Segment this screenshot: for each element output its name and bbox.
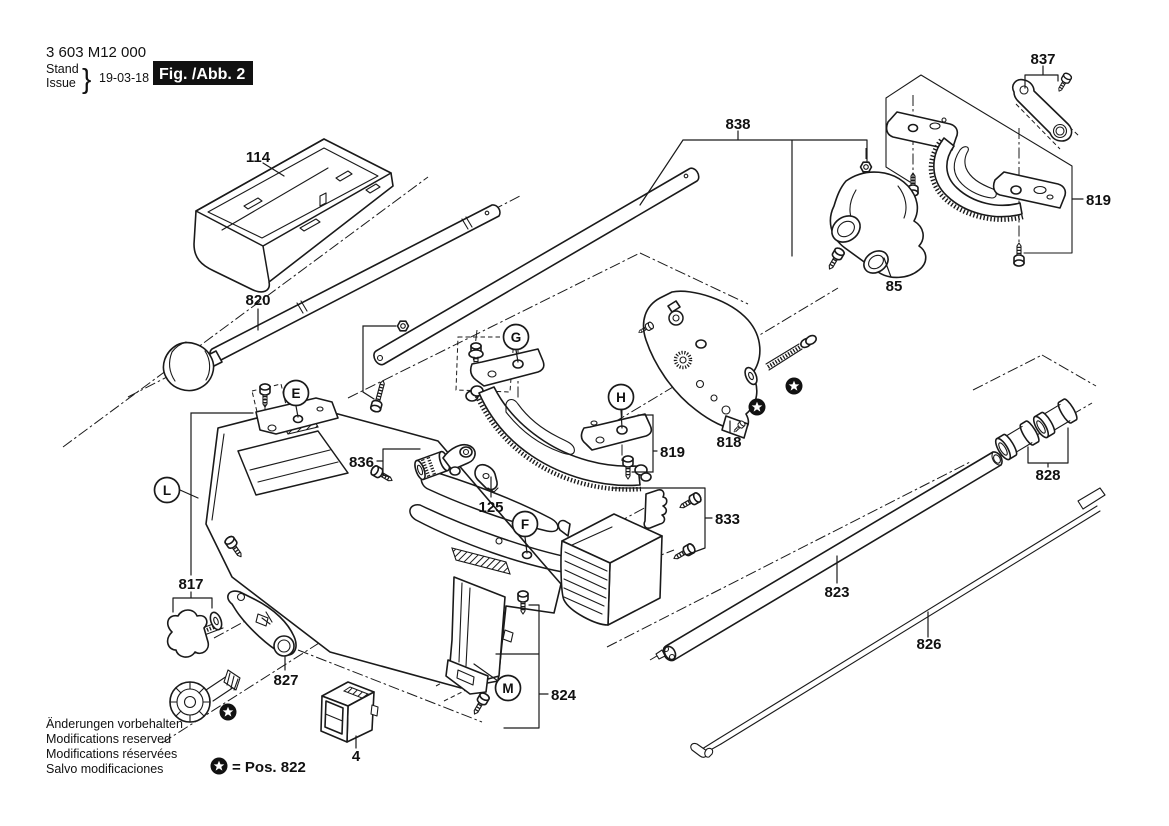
pos-822-star-icon	[785, 377, 803, 395]
part-label-818: 818	[716, 434, 741, 451]
callout-e: E	[291, 386, 300, 401]
note-de: Änderungen vorbehalten	[46, 717, 183, 731]
figure-label: Fig. /Abb. 2	[159, 66, 245, 83]
callout-m: M	[502, 681, 513, 696]
part-cam-roller-drawing	[367, 443, 499, 493]
part-label-827: 827	[273, 672, 298, 689]
part-label-826: 826	[916, 636, 941, 653]
document-part-number: 3 603 M12 000	[46, 44, 146, 61]
note-fr: Modifications réservées	[46, 747, 177, 761]
callout-f-circle	[511, 510, 539, 538]
part-label-819-right: 819	[1086, 192, 1111, 209]
part-main-body-drawing	[205, 382, 594, 719]
part-label-817: 817	[178, 576, 203, 593]
part-label-819-center: 819	[660, 444, 685, 461]
figure-label-box	[153, 61, 253, 85]
shoulder-bolt-icon	[467, 341, 485, 364]
part-number-labels: 114 820 838 837 819 85 818 819 828 836 1…	[178, 51, 1111, 765]
part-gear-housing-drawing	[823, 161, 927, 279]
letter-callouts: E G H F L M	[153, 323, 635, 702]
part-rollers-drawing	[992, 396, 1080, 463]
screw-icon	[675, 489, 705, 514]
callout-f: F	[521, 517, 529, 532]
pos-822-star-icon	[219, 703, 237, 721]
leader-lines	[172, 65, 1084, 749]
screw-icon	[368, 377, 390, 415]
clip-125-shape	[474, 463, 498, 491]
part-label-125: 125	[478, 499, 503, 516]
brace-glyph: }	[82, 63, 91, 94]
screw-icon	[823, 244, 848, 274]
note-en: Modifications reserved	[46, 732, 171, 746]
title-block: 3 603 M12 000 Stand Issue } 19-03-18 Fig…	[46, 44, 253, 94]
pos-822-star-icon	[210, 757, 228, 775]
part-tube-823-drawing	[655, 451, 1003, 662]
part-label-828: 828	[1035, 467, 1060, 484]
pos-822-star-icon	[748, 398, 766, 416]
part-label-4: 4	[352, 748, 361, 765]
callout-g: G	[511, 330, 522, 345]
callout-m-circle	[494, 674, 522, 702]
footer-notes: Änderungen vorbehalten Modifications res…	[46, 717, 306, 776]
part-tube-838-drawing	[362, 167, 700, 415]
nut-icon	[396, 320, 410, 332]
part-label-833: 833	[715, 511, 740, 528]
callout-l: L	[163, 483, 171, 498]
callout-h-circle	[607, 383, 635, 411]
nut-icon	[859, 161, 873, 173]
callout-g-circle	[502, 323, 530, 351]
part-pivot-arm-drawing	[635, 290, 817, 439]
note-es: Salvo modificaciones	[46, 762, 163, 776]
part-label-837: 837	[1030, 51, 1055, 68]
part-knob-drawing	[169, 669, 241, 723]
part-box-833-group	[557, 489, 705, 626]
callout-e-circle	[282, 379, 310, 407]
part-label-838: 838	[725, 116, 750, 133]
part-guard-center-group	[465, 348, 653, 492]
part-label-820: 820	[245, 292, 270, 309]
callout-h: H	[616, 390, 626, 405]
plate-h-shape	[580, 413, 653, 451]
issue-label: Issue	[46, 76, 76, 90]
screw-icon	[1012, 241, 1026, 268]
part-wing-bolt-group	[166, 609, 225, 658]
part-tray-drawing	[193, 138, 394, 293]
part-switch-drawing	[320, 681, 379, 743]
part-lever-drawing	[227, 590, 297, 657]
stand-label: Stand	[46, 62, 79, 76]
part-label-85: 85	[886, 278, 903, 295]
callout-l-circle	[153, 476, 181, 504]
part-label-836: 836	[349, 454, 374, 471]
part-label-823: 823	[824, 584, 849, 601]
part-cable-drawing	[690, 487, 1106, 758]
part-rod-drawing	[162, 204, 501, 392]
screw-icon	[468, 689, 493, 719]
legend-text: = Pos. 822	[232, 759, 306, 776]
part-label-824: 824	[551, 687, 577, 704]
issue-date: 19-03-18	[99, 71, 149, 85]
clamp-shape	[643, 489, 668, 529]
part-label-114: 114	[246, 149, 271, 166]
part-guard-right-group	[885, 70, 1075, 268]
